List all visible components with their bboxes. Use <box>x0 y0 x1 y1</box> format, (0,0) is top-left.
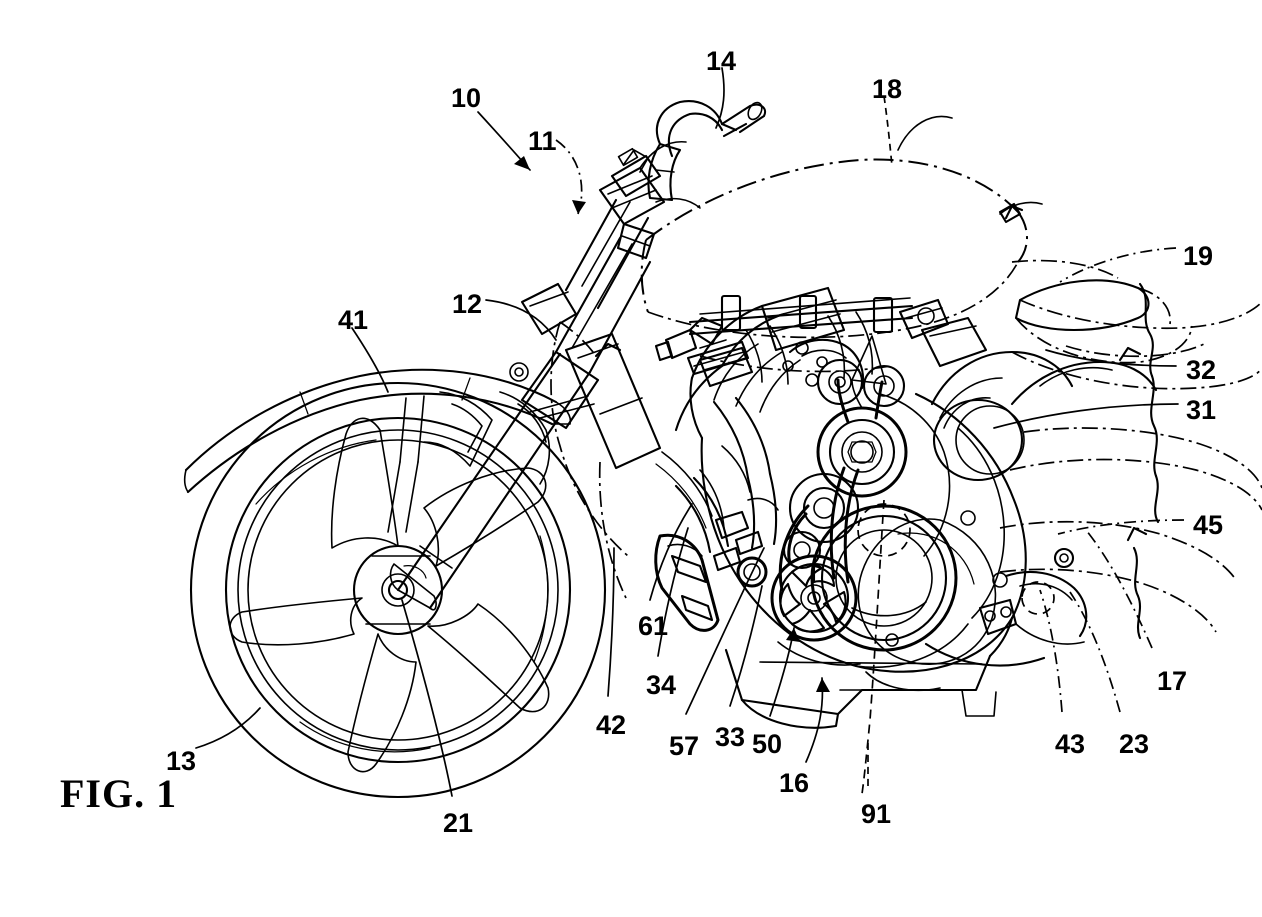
rear-linkage-group <box>924 547 1088 667</box>
rear-frame-group <box>999 204 1262 640</box>
ref-numeral-34: 34 <box>646 670 677 700</box>
figure-caption: FIG. 1 <box>60 771 178 816</box>
ref-numeral-19: 19 <box>1183 241 1214 271</box>
ref-numeral-10: 10 <box>451 83 482 113</box>
ref-numeral-32: 32 <box>1186 355 1217 385</box>
ref-numeral-33: 33 <box>715 722 746 752</box>
ref-numeral-41: 41 <box>338 305 369 335</box>
ref-numeral-45: 45 <box>1193 510 1224 540</box>
engine-group <box>654 286 1027 729</box>
ref-numeral-57: 57 <box>669 731 700 761</box>
ref-numeral-21: 21 <box>443 808 474 838</box>
front-wheel-group <box>189 381 607 799</box>
ref-numeral-31: 31 <box>1186 395 1217 425</box>
seat-tail-group <box>998 201 1262 390</box>
front-fork-group <box>389 100 767 611</box>
ref-numeral-42: 42 <box>596 710 627 740</box>
ref-numeral-43: 43 <box>1055 729 1086 759</box>
ref-numeral-11: 11 <box>528 126 557 156</box>
ref-numeral-12: 12 <box>452 289 483 319</box>
ref-numeral-16: 16 <box>779 768 810 798</box>
front-fender-group <box>183 362 572 533</box>
belt-drive-group <box>736 358 958 795</box>
ref-numeral-61: 61 <box>638 611 669 641</box>
ref-numeral-50: 50 <box>752 729 783 759</box>
ref-numeral-23: 23 <box>1119 729 1150 759</box>
leader-lines <box>195 67 1185 797</box>
ref-numeral-17: 17 <box>1157 666 1188 696</box>
ref-numeral-14: 14 <box>706 46 737 76</box>
ref-numeral-18: 18 <box>872 74 903 104</box>
ref-numeral-91: 91 <box>861 799 892 829</box>
ref-numeral-13: 13 <box>166 746 197 776</box>
